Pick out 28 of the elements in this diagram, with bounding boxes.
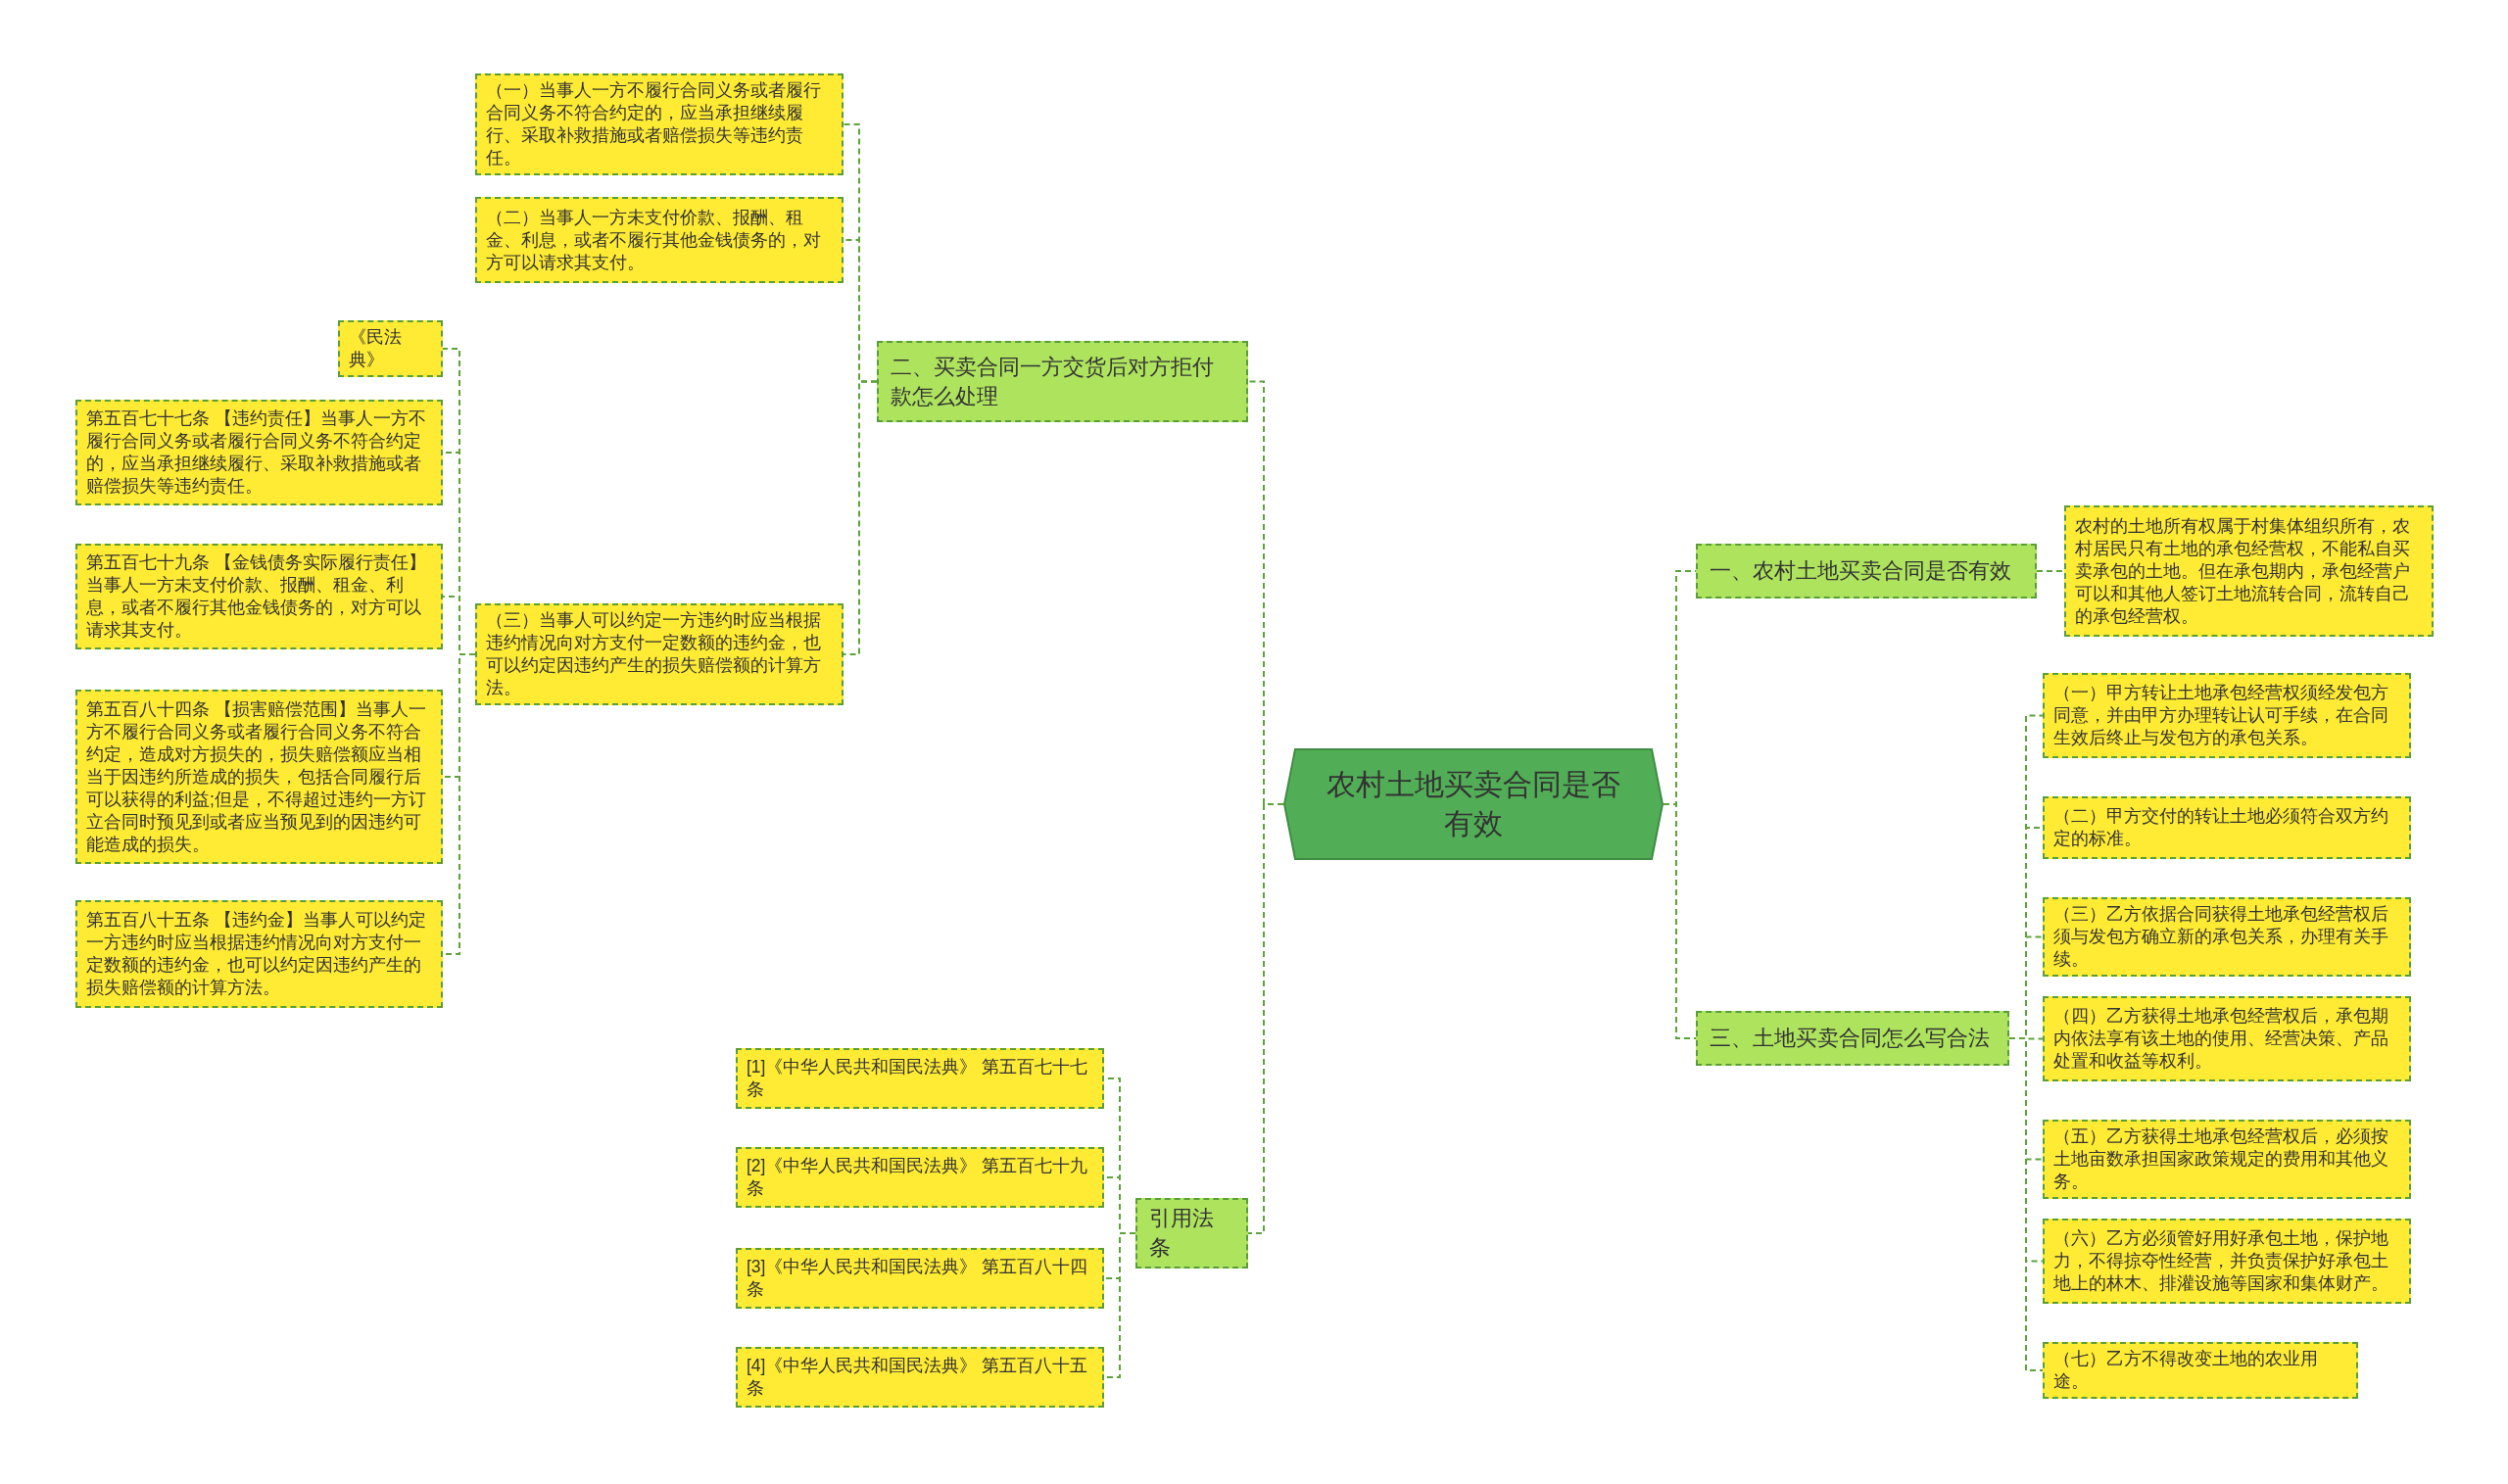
text-box: [1]《中华人民共和国民法典》 第五百七十七条 — [736, 1048, 1104, 1109]
topic-box: 一、农村土地买卖合同是否有效 — [1696, 544, 2037, 598]
text-box: [3]《中华人民共和国民法典》 第五百八十四条 — [736, 1248, 1104, 1309]
connector-line — [843, 380, 878, 655]
text-box: （二）甲方交付的转让土地必须符合双方约定的标准。 — [2043, 796, 2411, 859]
text-box: （三）当事人可以约定一方违约时应当根据违约情况向对方支付一定数额的违约金，也可以约定因违约产生的损失赔偿额的计算方法。 — [475, 603, 844, 705]
text-box: （四）乙方获得土地承包经营权后，承包期内依法享有该土地的使用、经营决策、产品处置和收益等权利。 — [2043, 996, 2411, 1081]
text-box: （三）乙方依据合同获得土地承包经营权后须与发包方确立新的承包关系，办理有关手续。 — [2043, 897, 2411, 977]
text-box: （六）乙方必须管好用好承包土地，保护地力，不得掠夺性经营，并负责保护好承包土地上的林木、排灌设施等国家和集体财产。 — [2043, 1219, 2411, 1304]
text-box: 第五百七十九条 【金钱债务实际履行责任】当事人一方未支付价款、报酬、租金、利息，或者不履行其他金钱债务的，对方可以请求其支付。 — [75, 544, 443, 649]
text-box: （二）当事人一方未支付价款、报酬、租金、利息，或者不履行其他金钱债务的，对方可以请求其支付。 — [475, 197, 844, 283]
text-box: （一）甲方转让土地承包经营权须经发包方同意，并由甲方办理转让认可手续，在合同生效后终止与发包方的承包关系。 — [2043, 673, 2411, 758]
text-box: （五）乙方获得土地承包经营权后，必须按土地亩数承担国家政策规定的费用和其他义务。 — [2043, 1120, 2411, 1199]
text-box: 第五百八十四条 【损害赔偿范围】当事人一方不履行合同义务或者履行合同义务不符合约定，造成对方损失的，损失赔偿额应当相当于因违约所造成的损失，包括合同履行后可以获得的利益;但是，不得超过违约一方订立合同时预见到或者应当预见到的因违约可能造成的损失。 — [75, 690, 443, 864]
connector-line — [1663, 803, 1697, 1039]
text-box: 农村的土地所有权属于村集体组织所有，农村居民只有土地的承包经营权，不能私自买卖承包的土地。但在承包期内，承包经营户可以和其他人签订土地流转合同，流转自己的承包经营权。 — [2064, 505, 2434, 637]
topic-box: 二、买卖合同一方交货后对方拒付款怎么处理 — [877, 341, 1248, 422]
topic-box: 引用法条 — [1135, 1198, 1248, 1269]
topic-box: 三、土地买卖合同怎么写合法 — [1696, 1011, 2009, 1066]
text-box: （七）乙方不得改变土地的农业用途。 — [2043, 1342, 2358, 1399]
text-box: 《民法典》 — [338, 320, 443, 377]
text-box: 第五百七十七条 【违约责任】当事人一方不履行合同义务或者履行合同义务不符合约定的，应当承担继续履行、采取补救措施或者赔偿损失等违约责任。 — [75, 400, 443, 505]
connector-line — [2036, 570, 2065, 572]
text-box: [2]《中华人民共和国民法典》 第五百七十九条 — [736, 1147, 1104, 1208]
text-box: [4]《中华人民共和国民法典》 第五百八十五条 — [736, 1347, 1104, 1408]
text-box: （一）当事人一方不履行合同义务或者履行合同义务不符合约定的，应当承担继续履行、采取补救措施或者赔偿损失等违约责任。 — [475, 73, 844, 175]
text-box: 第五百八十五条 【违约金】当事人可以约定一方违约时应当根据违约情况向对方支付一定数额的违约金，也可以约定因违约产生的损失赔偿额的计算方法。 — [75, 900, 443, 1008]
connector-line — [2008, 1037, 2044, 1371]
